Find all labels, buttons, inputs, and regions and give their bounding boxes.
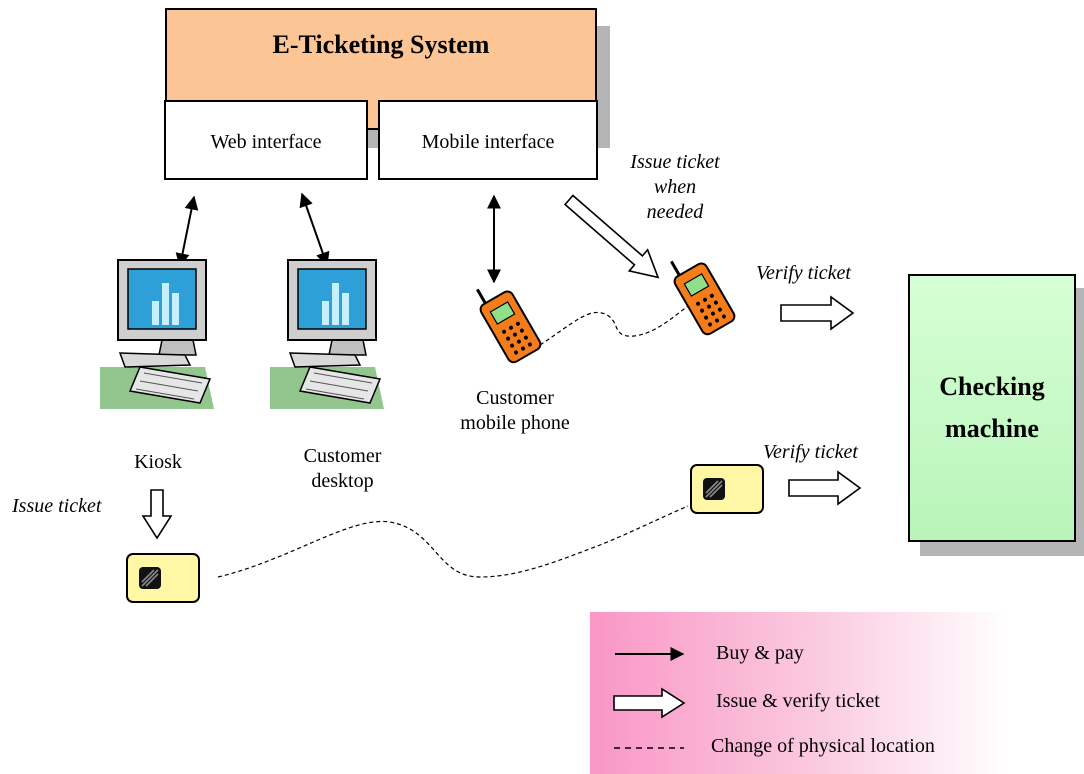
customer-desktop-label-line1: Customer (303, 445, 382, 467)
gate-smart-card (690, 464, 764, 514)
legend-box (590, 612, 1084, 774)
desktop-computer-icon (270, 259, 384, 409)
issue-ticket-kiosk-label: Issue ticket (12, 495, 102, 517)
verify-ticket-card-label: Verify ticket (763, 441, 858, 463)
legend-issue-verify-arrow (613, 687, 686, 719)
customer-desktop-label-line2: desktop (311, 470, 374, 492)
kiosk-computer-icon (100, 259, 214, 409)
verify-ticket-phone-label: Verify ticket (756, 262, 851, 284)
kiosk-web-arrow (175, 195, 199, 268)
issue-when-needed-line1: Issue ticket (630, 151, 720, 173)
legend-change-location-label: Change of physical location (711, 735, 935, 757)
card-chip-icon (139, 567, 161, 589)
system-title: E-Ticketing System (272, 30, 490, 59)
kiosk-smart-card (126, 553, 200, 603)
issue-ticket-kiosk-arrow (141, 489, 173, 540)
customer-mobile-label: Customer mobile phone (430, 386, 600, 436)
customer-mobile-label-line2: mobile phone (460, 412, 570, 434)
card-location-dashed-line (217, 505, 689, 578)
gate-phone-icon (670, 260, 736, 336)
issue-when-needed-arrow (563, 194, 660, 279)
legend-buy-pay-label: Buy & pay (716, 642, 804, 664)
card-chip-icon (703, 478, 725, 500)
kiosk-label: Kiosk (134, 451, 182, 473)
customer-mobile-label-line1: Customer (476, 387, 554, 409)
verify-ticket-phone-arrow (780, 295, 855, 331)
mobile-interface-box: Mobile interface (378, 100, 598, 180)
checking-machine-label-line2: machine (945, 414, 1039, 443)
phone-location-dashed-line (539, 305, 689, 346)
desktop-web-arrow (299, 192, 330, 267)
verify-ticket-card-arrow (788, 470, 862, 506)
issue-when-needed-line2: when (653, 176, 697, 198)
checking-machine-box: Checking machine (908, 274, 1076, 542)
issue-when-needed-line3: needed (646, 201, 704, 223)
issue-when-needed-label: Issue ticket when needed (605, 150, 745, 225)
customer-phone-icon (476, 288, 542, 364)
legend-issue-verify-label: Issue & verify ticket (716, 690, 880, 712)
customer-desktop-label: Customer desktop (270, 444, 415, 494)
web-interface-box: Web interface (164, 100, 368, 180)
checking-machine-label-line1: Checking (939, 372, 1045, 401)
